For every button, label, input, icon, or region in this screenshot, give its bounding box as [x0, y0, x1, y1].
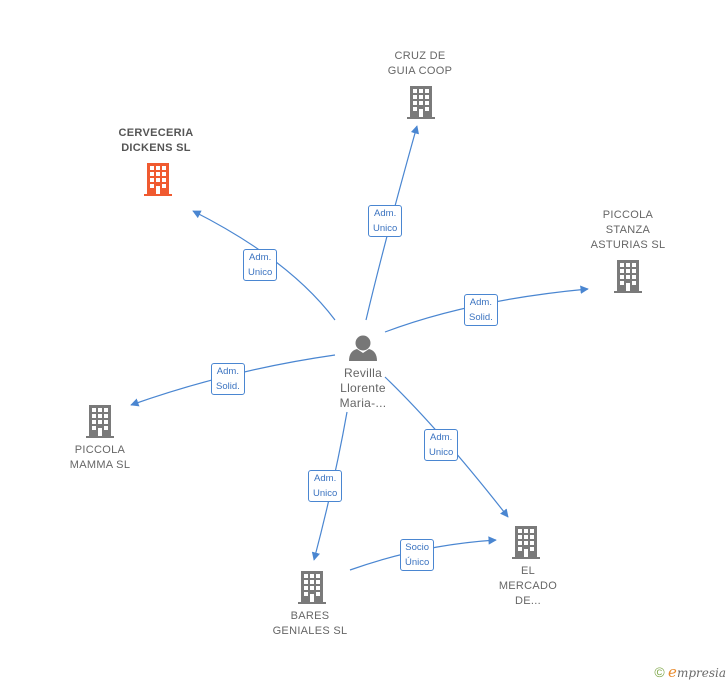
company-label-cruz[interactable]: CRUZ DE GUIA COOP	[387, 50, 453, 77]
building-icon-stanza[interactable]	[614, 260, 642, 293]
empresia-logo[interactable]: © empresia	[654, 663, 726, 681]
brand-initial: e	[668, 663, 677, 681]
company-label-mamma[interactable]: PICCOLA MAMMA SL	[69, 444, 131, 471]
center-person-label[interactable]: Revilla Llorente Maria-...	[339, 366, 387, 410]
building-icon-mamma[interactable]	[86, 405, 114, 438]
edge-label-cerveceria: Adm. Unico	[243, 249, 278, 281]
edge-label-bares: Adm. Unico	[308, 470, 343, 502]
building-icon-bares[interactable]	[298, 571, 326, 604]
company-label-bares[interactable]: BARES GENIALES SL	[272, 610, 348, 637]
company-label-cerveceria[interactable]: CERVECERIA DICKENS SL	[118, 127, 194, 154]
edge-label-stanza: Adm. Solid.	[464, 294, 498, 326]
brand-name: mpresia	[676, 666, 726, 680]
company-label-mercado[interactable]: EL MERCADO DE...	[498, 565, 558, 607]
edge-label-cruz: Adm. Unico	[368, 205, 403, 237]
building-icon-cruz[interactable]	[407, 86, 435, 119]
person-icon[interactable]	[349, 335, 377, 362]
edge-label-bares-mercado: Socio Único	[400, 539, 435, 571]
edge-label-mercado: Adm. Unico	[424, 429, 459, 461]
edge-label-mamma: Adm. Solid.	[211, 363, 245, 395]
company-label-stanza[interactable]: PICCOLA STANZA ASTURIAS SL	[590, 209, 666, 251]
building-icon-cerveceria[interactable]	[144, 163, 172, 196]
copyright-icon: ©	[654, 664, 665, 680]
building-icon-mercado[interactable]	[512, 526, 540, 559]
